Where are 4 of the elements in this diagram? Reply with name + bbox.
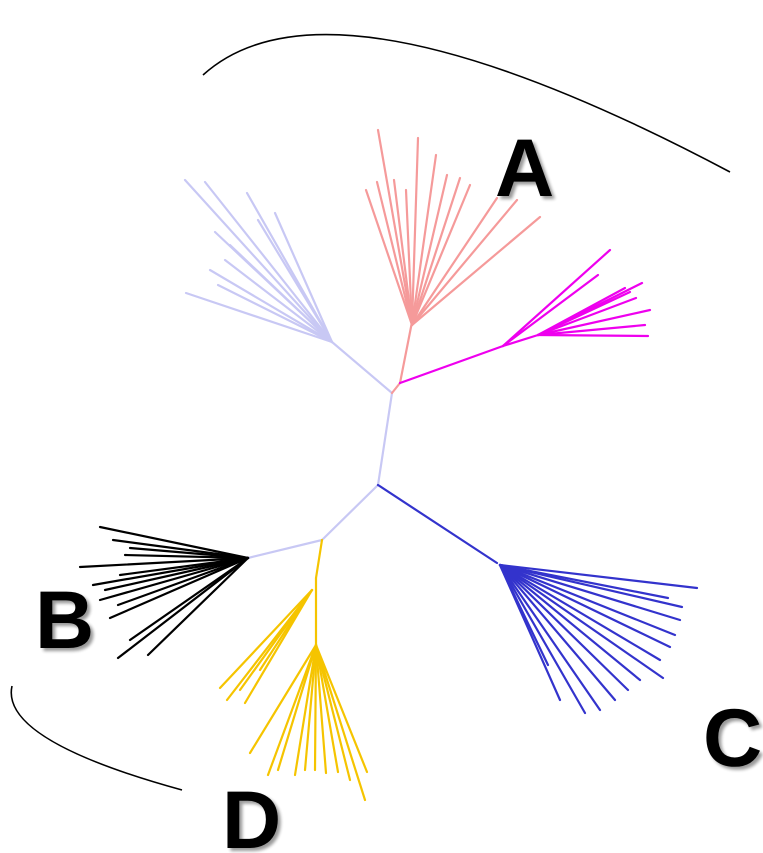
- clade-label: C: [703, 698, 762, 780]
- clade-label: A: [495, 128, 554, 210]
- clade-label: D: [222, 780, 282, 853]
- clade-label: B: [35, 580, 94, 662]
